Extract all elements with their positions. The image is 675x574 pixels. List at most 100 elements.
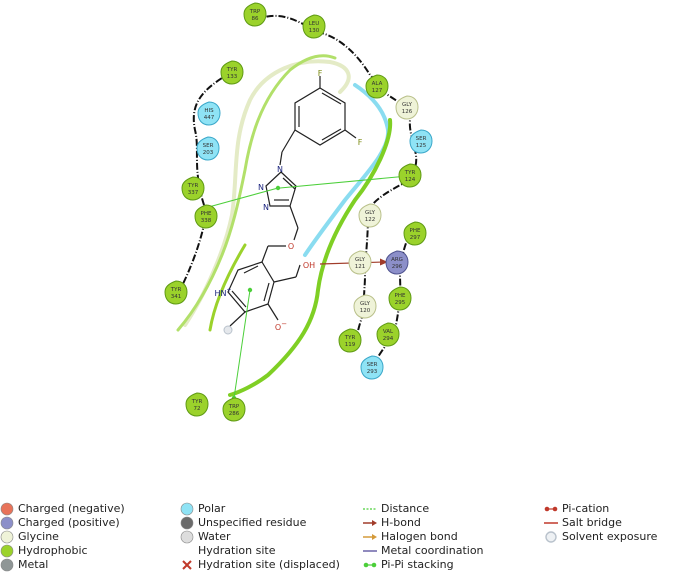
residue-shape [197, 101, 221, 126]
legend-item: Pi-cation [544, 502, 609, 516]
legend-label: Water [198, 530, 231, 543]
legend-symbol [544, 506, 558, 512]
legend-label: Unspecified residue [198, 516, 307, 529]
bond-ch2oh [273, 276, 297, 283]
residue-name: GLY [402, 102, 413, 108]
legend-label: Distance [381, 502, 430, 515]
legend-symbol [545, 531, 557, 543]
residue-shape [376, 322, 400, 347]
residue-name: TYR [344, 335, 356, 341]
residue-number: 122 [365, 217, 376, 223]
fluorine-top-label: F [318, 69, 323, 78]
triazole-n1-label: N [277, 165, 283, 174]
bond-chain [289, 205, 299, 229]
residue-number: 296 [392, 264, 403, 270]
residue-shape [181, 176, 205, 201]
pi-stack-dot [275, 185, 281, 191]
backbone-ala127-tyr124 [379, 89, 418, 176]
backbone-phe338-tyr341 [179, 219, 206, 291]
residue-number: 121 [355, 264, 366, 270]
pi-stack-dot [247, 287, 253, 293]
hydroxyl-label: OH [303, 261, 315, 270]
legend-symbol [363, 508, 377, 510]
residue-number: 295 [395, 300, 406, 306]
residue-number: 130 [309, 28, 320, 34]
legend-symbol [0, 558, 14, 572]
residue-name: SER [203, 143, 214, 149]
residue-shape [185, 392, 209, 417]
fluorine-right-label: F [358, 138, 363, 147]
pyridine-double-bond [243, 265, 259, 274]
pocket-green-line-left [176, 54, 337, 332]
legend-label: Metal [18, 558, 49, 571]
bond-methyl [229, 311, 246, 327]
residue-name: SER [416, 136, 427, 142]
pocket-green-line-lower [208, 243, 247, 332]
bond-ch2oh [295, 264, 301, 278]
legend-item: Salt bridge [544, 516, 622, 530]
legend-item: Metal [0, 558, 48, 572]
pyridine-double-bond [231, 290, 247, 308]
residue-name: GLY [365, 210, 376, 216]
legend-label: Pi-Pi stacking [381, 558, 454, 571]
legend-label: Polar [198, 502, 226, 515]
bond-ch2 [281, 129, 296, 153]
legend-label: Salt bridge [562, 516, 622, 529]
pocket-pale-line [183, 59, 351, 327]
residue-number: 447 [204, 115, 215, 121]
residue-number: 133 [227, 74, 238, 80]
legend-symbol [363, 534, 377, 540]
triazole-ring [265, 171, 297, 207]
legend-item: Glycine [0, 530, 59, 544]
residue-shape [302, 14, 326, 39]
residue-shape [398, 163, 422, 188]
residue-shape [395, 95, 419, 120]
legend-item: Solvent exposure [544, 530, 657, 544]
residue-name: SER [367, 362, 378, 368]
legend-label: Halogen bond [381, 530, 458, 543]
residue-name: VAL [383, 329, 394, 335]
legend-symbol [0, 544, 14, 558]
residue-shape [409, 129, 433, 154]
backbone-tyr124-gly120 [363, 179, 411, 301]
legend: Charged (negative)Charged (positive)Glyc… [0, 498, 675, 574]
legend-item: Halogen bond [363, 530, 458, 544]
legend-label: Hydration site [198, 544, 276, 557]
pocket-green-line-right [228, 118, 393, 397]
residue-shape [360, 355, 384, 380]
residue-number: 124 [405, 177, 416, 183]
residue-number: 119 [345, 342, 356, 348]
legend-item: Hydration site (displaced) [180, 558, 340, 572]
pyridinium-nh-label: HN+ [214, 287, 231, 298]
ligand-atoms: F F N N N O OH HN+ O− [214, 69, 363, 335]
residue-name: TYR [226, 67, 238, 73]
legend-label: Charged (negative) [18, 502, 125, 515]
triazole-n2-label: N [258, 183, 264, 192]
legend-item: H-bond [363, 516, 421, 530]
ring-double-bond [321, 92, 342, 105]
legend-item: Unspecified residue [180, 516, 306, 530]
triazole-n3-label: N [263, 203, 269, 212]
residue-name: PHE [410, 228, 421, 234]
residue-name: HIS [204, 108, 214, 114]
residue-shape [164, 280, 188, 305]
backbone-phe297-val294 [394, 231, 411, 331]
legend-symbol [363, 562, 377, 568]
bond-ch2-n [279, 151, 283, 166]
legend-label: Solvent exposure [562, 530, 658, 543]
residue-shape [365, 74, 389, 99]
residue-shape [194, 204, 218, 229]
backbone-leu130-ala127 [316, 31, 379, 85]
residue-name: ALA [372, 81, 383, 87]
